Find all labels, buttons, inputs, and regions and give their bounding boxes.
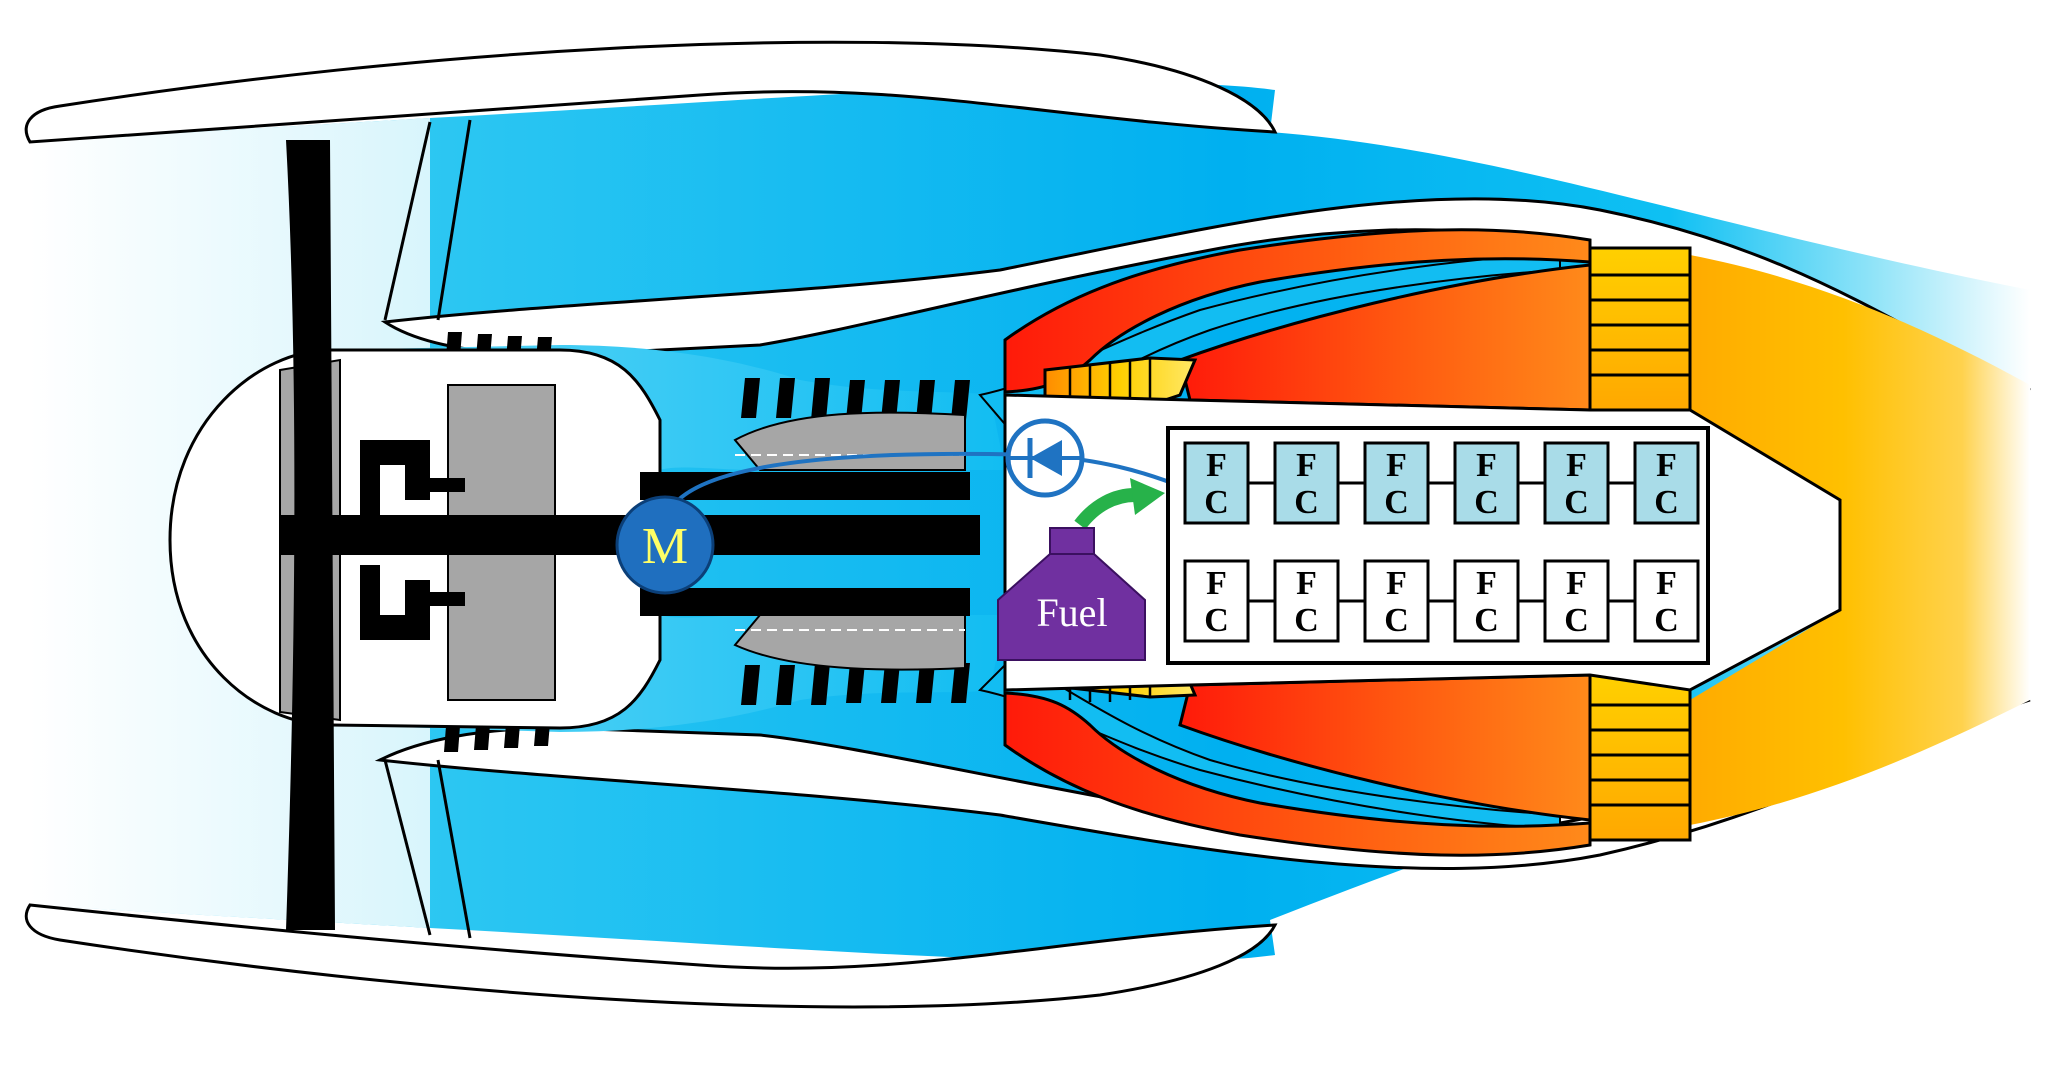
fuel-cell-letter-f: F (1476, 565, 1497, 602)
turbine-upper-vanes (1590, 273, 1690, 377)
bearing-arm-upper (405, 478, 465, 492)
fuel-cell-letter-f: F (1206, 447, 1227, 484)
fuel-cell-box (1633, 441, 1700, 525)
fuel-cell-letter-c: C (1654, 602, 1679, 639)
fuel-cell-letter-f: F (1296, 565, 1317, 602)
fuel-cell-letter-f: F (1566, 565, 1587, 602)
fuel-cell-box (1453, 441, 1520, 525)
fuel-cell: FC (1273, 559, 1340, 643)
fuel-cell-letter-c: C (1204, 602, 1229, 639)
hot-gas-lower (1178, 673, 1592, 822)
hot-gas-upper (1178, 263, 1592, 412)
fuel-cell: FC (1543, 441, 1610, 525)
fuel-cell-letter-c: C (1564, 484, 1589, 521)
fuel-tank-icon: Fuel (997, 527, 1146, 661)
fuel-cell-frame (1166, 426, 1710, 665)
fan-assembly (168, 119, 980, 939)
bearing-lower (360, 565, 430, 640)
fuel-cell-letter-c: C (1474, 484, 1499, 521)
fuel-cell-box (1273, 559, 1340, 643)
fuel-cell-letter-f: F (1656, 565, 1677, 602)
fuel-cell-letter-c: C (1654, 484, 1679, 521)
fuel-cell: FC (1453, 559, 1520, 643)
inlet-struts (383, 119, 472, 939)
fuel-label: Fuel (1036, 590, 1107, 635)
fuel-cell: FC (1363, 559, 1430, 643)
fuel-cell-letter-c: C (1204, 484, 1229, 521)
fuel-cell-letter-c: C (1384, 602, 1409, 639)
fuel-cell-letter-c: C (1564, 602, 1589, 639)
fuel-cell-letter-f: F (1656, 447, 1677, 484)
fuel-cell: FC (1273, 441, 1340, 525)
fuel-cell: FC (1183, 559, 1250, 643)
fuel-cell-letter-f: F (1476, 447, 1497, 484)
hp-compressor-lower (741, 663, 970, 705)
exhaust-plume (1690, 255, 2030, 825)
fuel-cell-letter-c: C (1384, 484, 1409, 521)
motor-label: M (642, 518, 688, 575)
fuel-cell: FC (1543, 559, 1610, 643)
curved-arrow-icon (1074, 478, 1165, 530)
power-wire (668, 451, 1186, 512)
fuel-cell-letter-f: F (1206, 565, 1227, 602)
combustor-liner-lower (1003, 691, 1592, 857)
bearing-arm-lower (405, 592, 465, 606)
bearing-upper (360, 440, 430, 515)
diode-icon (1005, 418, 1085, 498)
nacelle-bottom-cowl (24, 903, 1278, 1009)
hp-compressor-drum-lower (733, 614, 966, 671)
fuel-cell-letter-f: F (1386, 565, 1407, 602)
fuel-cell-letter-c: C (1294, 484, 1319, 521)
fuel-cell-letter-f: F (1386, 447, 1407, 484)
turbine-lower-vanes (1590, 703, 1690, 807)
hp-shaft-upper (640, 472, 970, 500)
fuel-cell-box (1363, 441, 1430, 525)
fuel-cell: FC (1453, 441, 1520, 525)
fuel-cell: FC (1633, 559, 1700, 643)
fuel-cell-letter-f: F (1566, 447, 1587, 484)
fuel-cell-box (1633, 559, 1700, 643)
motor-icon: M (615, 495, 715, 595)
hp-shaft-lower (640, 588, 970, 616)
fuel-cell: FC (1183, 441, 1250, 525)
turbine-lower (1588, 673, 1692, 842)
fuel-cell-box (1453, 559, 1520, 643)
fuel-cell-letter-c: C (1294, 602, 1319, 639)
fuel-cell-box (1273, 441, 1340, 525)
fuel-cell: FC (1633, 441, 1700, 525)
burner-upper (1043, 356, 1198, 410)
fuel-cell-letter-f: F (1296, 447, 1317, 484)
electrical-system: M Fuel (615, 418, 1186, 661)
fuel-cell-box (1543, 441, 1610, 525)
nacelle-top-cowl (24, 40, 1278, 144)
fuel-cell: FC (1363, 441, 1430, 525)
hp-compressor-upper (741, 378, 970, 420)
fuel-cell-letter-c: C (1474, 602, 1499, 639)
fuel-cell-box (1363, 559, 1430, 643)
turbine-upper (1588, 246, 1692, 412)
